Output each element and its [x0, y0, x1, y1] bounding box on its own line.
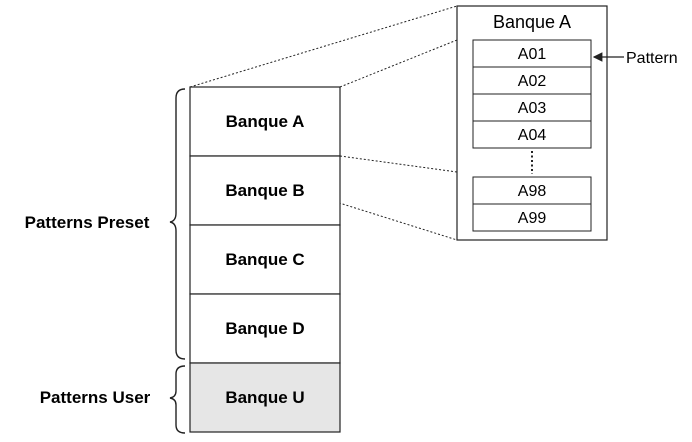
pattern-label: A98	[518, 183, 547, 200]
pattern-label: A02	[518, 73, 547, 90]
pattern-cell	[472, 66, 592, 95]
pattern-label: A04	[518, 127, 547, 144]
connector-line	[189, 155, 458, 241]
preset-brace	[169, 88, 186, 360]
patterns-preset-label: Patterns Preset	[25, 213, 150, 232]
connector-line	[339, 39, 458, 88]
bank-u-label: Banque U	[225, 388, 304, 407]
connector-line	[339, 155, 458, 173]
bank-stack	[189, 86, 341, 433]
bank-d-cell	[189, 293, 341, 364]
bank-c-label: Banque C	[225, 250, 304, 269]
pattern-label: A99	[518, 210, 547, 227]
pattern-callout-label: Pattern	[626, 50, 678, 67]
pattern-label: A01	[518, 46, 547, 63]
bank-b-label: Banque B	[225, 181, 304, 200]
bank-c-cell	[189, 224, 341, 295]
bank-u-cell	[189, 362, 341, 433]
bank-b-cell	[189, 155, 341, 226]
pattern-cell	[472, 39, 592, 68]
pattern-cell	[472, 203, 592, 232]
pattern-cell	[472, 176, 592, 205]
patterns-user-label: Patterns User	[40, 388, 151, 407]
user-brace	[169, 365, 186, 434]
zoom-connectors	[189, 5, 458, 241]
pattern-label: A03	[518, 100, 547, 117]
connector-line	[189, 5, 458, 88]
pattern-cell	[472, 93, 592, 122]
pattern-list	[472, 39, 592, 232]
pattern-cell	[472, 120, 592, 149]
bank-detail-title: Banque A	[493, 12, 571, 32]
bank-d-label: Banque D	[225, 319, 304, 338]
bank-a-label: Banque A	[226, 112, 305, 131]
